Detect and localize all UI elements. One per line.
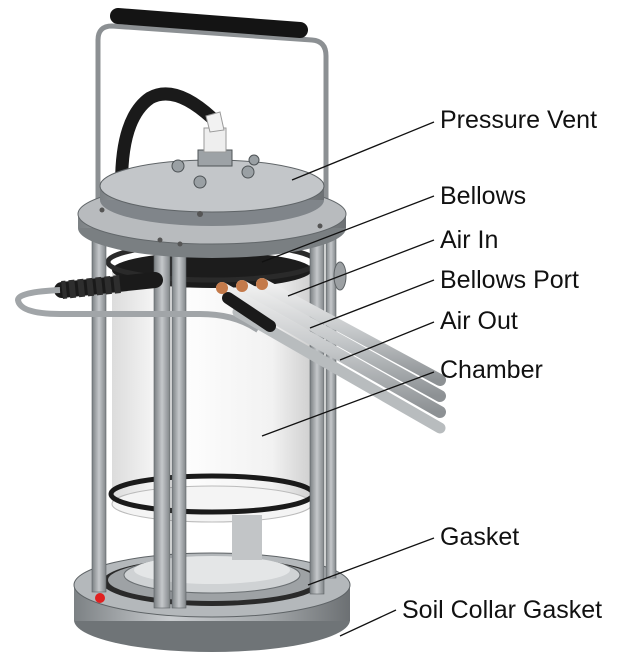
leader-line-pressure-vent (291, 121, 435, 181)
air-tubes (216, 278, 446, 434)
carry-handle (95, 8, 329, 228)
leader-line-bellows-port (309, 279, 435, 329)
label-soil-collar-gasket: Soil Collar Gasket (402, 596, 603, 624)
label-gasket: Gasket (440, 523, 520, 551)
leader-line-air-in (287, 239, 435, 297)
label-chamber: Chamber (440, 356, 543, 384)
label-bellows-port: Bellows Port (440, 266, 579, 294)
label-bellows: Bellows (440, 182, 527, 210)
lid (99, 154, 325, 226)
label-pressure-vent: Pressure Vent (440, 106, 598, 134)
red-indicator-dot (95, 593, 105, 603)
vent-hose (115, 87, 219, 207)
leader-line-air-out (339, 321, 435, 361)
leader-lines (261, 121, 435, 637)
leader-line-chamber (261, 371, 435, 437)
pressure-vent-fitting (197, 111, 233, 167)
leader-line-bellows (261, 195, 435, 263)
label-air-out: Air Out (440, 307, 518, 335)
leader-line-gasket (307, 537, 435, 586)
base-plate (73, 552, 351, 652)
leader-line-soil-collar-gasket (339, 609, 397, 637)
power-cable (14, 272, 260, 333)
label-air-in: Air In (440, 226, 499, 254)
